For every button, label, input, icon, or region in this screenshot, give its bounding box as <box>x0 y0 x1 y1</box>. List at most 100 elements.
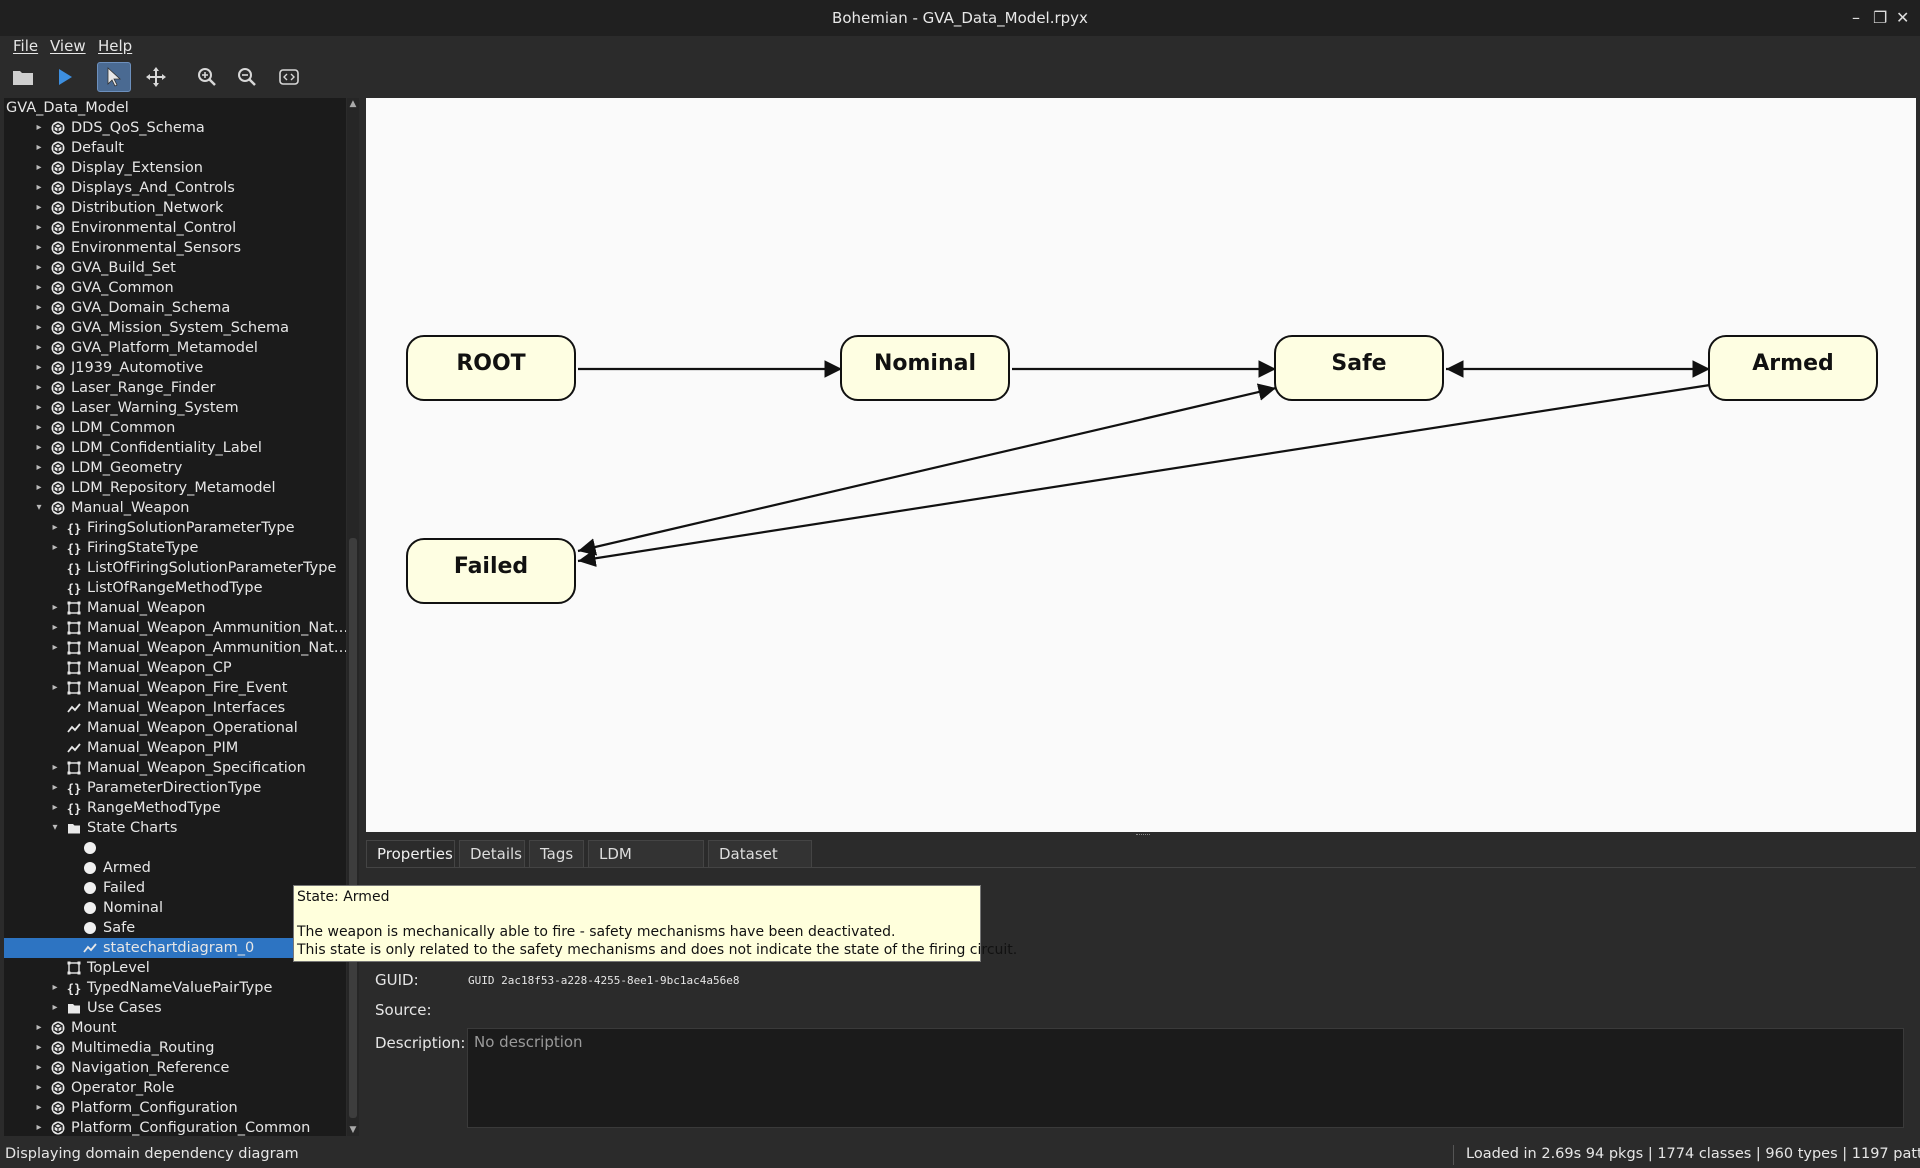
tree-item[interactable]: ▸Manual_Weapon_Ammunition_Nat… <box>4 618 346 638</box>
tree-item[interactable]: ▸GVA_Domain_Schema <box>4 298 346 318</box>
tree-item[interactable]: ▾State Charts <box>4 818 346 838</box>
chevron-down-icon[interactable]: ▾ <box>52 822 58 833</box>
tree-item[interactable]: ▸J1939_Automotive <box>4 358 346 378</box>
chevron-right-icon[interactable]: ▸ <box>36 1022 42 1033</box>
scroll-up-icon[interactable]: ▲ <box>349 99 357 109</box>
tree-root[interactable]: GVA_Data_Model <box>4 98 346 118</box>
tree-item[interactable]: ▸LDM_Geometry <box>4 458 346 478</box>
tab-properties[interactable]: Properties <box>366 840 455 867</box>
chevron-right-icon[interactable]: ▸ <box>36 422 42 433</box>
chevron-right-icon[interactable]: ▸ <box>36 162 42 173</box>
chevron-right-icon[interactable]: ▸ <box>36 282 42 293</box>
tree-item[interactable]: Manual_Weapon_Interfaces <box>4 698 346 718</box>
chevron-right-icon[interactable]: ▸ <box>36 122 42 133</box>
tree-item[interactable]: ▸{}TypedNameValuePairType <box>4 978 346 998</box>
chevron-right-icon[interactable]: ▸ <box>36 1122 42 1133</box>
tree-item[interactable]: Manual_Weapon_PIM <box>4 738 346 758</box>
menu-view[interactable]: View <box>50 37 86 55</box>
chevron-right-icon[interactable]: ▸ <box>52 762 58 773</box>
tree-item[interactable]: ▸Manual_Weapon_Ammunition_Nat… <box>4 638 346 658</box>
tree-item[interactable]: ▸Mount <box>4 1018 346 1038</box>
open-folder-button[interactable] <box>6 62 40 92</box>
close-icon[interactable]: ✕ <box>1896 8 1910 27</box>
chevron-right-icon[interactable]: ▸ <box>52 602 58 613</box>
tree-item[interactable]: {}ListOfFiringSolutionParameterType <box>4 558 346 578</box>
state-armed[interactable]: Armed <box>1708 335 1878 401</box>
tree-scroll-thumb[interactable] <box>349 538 357 1118</box>
tree-scrollbar[interactable]: ▲ ▼ <box>347 98 359 1136</box>
tree-item[interactable]: ▸Manual_Weapon <box>4 598 346 618</box>
chevron-right-icon[interactable]: ▸ <box>36 342 42 353</box>
state-failed[interactable]: Failed <box>406 538 576 604</box>
chevron-right-icon[interactable]: ▸ <box>52 522 58 533</box>
zoom-out-button[interactable] <box>230 62 264 92</box>
tree-item[interactable]: ▸Display_Extension <box>4 158 346 178</box>
tree-item[interactable]: Safe <box>4 918 346 938</box>
chevron-right-icon[interactable]: ▸ <box>36 1062 42 1073</box>
tree-item[interactable]: Armed <box>4 858 346 878</box>
tree-item[interactable] <box>4 838 346 858</box>
tree-item[interactable]: ▸GVA_Common <box>4 278 346 298</box>
state-nominal[interactable]: Nominal <box>840 335 1010 401</box>
chevron-down-icon[interactable]: ▾ <box>36 502 42 513</box>
chevron-right-icon[interactable]: ▸ <box>52 802 58 813</box>
tab-tags[interactable]: Tags <box>529 840 584 867</box>
minimize-icon[interactable]: – <box>1852 8 1860 27</box>
tree-item[interactable]: Failed <box>4 878 346 898</box>
tree-item[interactable]: Nominal <box>4 898 346 918</box>
zoom-in-button[interactable] <box>190 62 224 92</box>
tree-item[interactable]: ▸Laser_Warning_System <box>4 398 346 418</box>
description-field[interactable]: No description <box>467 1028 1904 1128</box>
model-tree[interactable]: GVA_Data_Model ▸DDS_QoS_Schema▸Default▸D… <box>4 98 346 1136</box>
scroll-down-icon[interactable]: ▼ <box>349 1125 357 1135</box>
state-safe[interactable]: Safe <box>1274 335 1444 401</box>
fit-view-button[interactable] <box>272 62 306 92</box>
tree-item[interactable]: ▸Platform_Configuration_Common <box>4 1118 346 1136</box>
tree-item[interactable]: ▸Operator_Role <box>4 1078 346 1098</box>
tab-details[interactable]: Details <box>459 840 525 867</box>
tree-item[interactable]: ▸Use Cases <box>4 998 346 1018</box>
tree-item[interactable]: ▸Displays_And_Controls <box>4 178 346 198</box>
select-tool-button[interactable] <box>97 62 131 92</box>
tree-item[interactable]: ▸Laser_Range_Finder <box>4 378 346 398</box>
tree-item[interactable]: ▸{}FiringSolutionParameterType <box>4 518 346 538</box>
chevron-right-icon[interactable]: ▸ <box>36 202 42 213</box>
chevron-right-icon[interactable]: ▸ <box>52 682 58 693</box>
chevron-right-icon[interactable]: ▸ <box>36 182 42 193</box>
chevron-right-icon[interactable]: ▸ <box>36 302 42 313</box>
menu-help[interactable]: Help <box>98 37 133 55</box>
tree-item[interactable]: ▾Manual_Weapon <box>4 498 346 518</box>
tree-item[interactable]: TopLevel <box>4 958 346 978</box>
chevron-right-icon[interactable]: ▸ <box>36 462 42 473</box>
tree-item[interactable]: ▸Platform_Configuration <box>4 1098 346 1118</box>
chevron-right-icon[interactable]: ▸ <box>36 442 42 453</box>
chevron-right-icon[interactable]: ▸ <box>36 222 42 233</box>
tree-item[interactable]: ▸DDS_QoS_Schema <box>4 118 346 138</box>
chevron-right-icon[interactable]: ▸ <box>36 402 42 413</box>
chevron-right-icon[interactable]: ▸ <box>36 262 42 273</box>
tab-dataset-xml[interactable]: Dataset XML <box>708 840 812 890</box>
tree-item[interactable]: Manual_Weapon_Operational <box>4 718 346 738</box>
tree-item[interactable]: ▸LDM_Repository_Metamodel <box>4 478 346 498</box>
chevron-right-icon[interactable]: ▸ <box>36 382 42 393</box>
tree-item[interactable]: ▸GVA_Build_Set <box>4 258 346 278</box>
pan-tool-button[interactable] <box>139 62 173 92</box>
tree-item[interactable]: ▸Environmental_Control <box>4 218 346 238</box>
tree-item[interactable]: ▸Manual_Weapon_Specification <box>4 758 346 778</box>
chevron-right-icon[interactable]: ▸ <box>36 1102 42 1113</box>
chevron-right-icon[interactable]: ▸ <box>52 782 58 793</box>
chevron-right-icon[interactable]: ▸ <box>52 542 58 553</box>
tree-item[interactable]: ▸{}FiringStateType <box>4 538 346 558</box>
tree-item[interactable]: {}ListOfRangeMethodType <box>4 578 346 598</box>
diagram-canvas[interactable]: ROOT Nominal Safe Armed Failed <box>366 98 1916 832</box>
tree-item[interactable]: ▸Environmental_Sensors <box>4 238 346 258</box>
chevron-right-icon[interactable]: ▸ <box>52 642 58 653</box>
chevron-right-icon[interactable]: ▸ <box>36 242 42 253</box>
tree-item[interactable]: ▸Default <box>4 138 346 158</box>
tree-item[interactable]: ▸Distribution_Network <box>4 198 346 218</box>
chevron-right-icon[interactable]: ▸ <box>36 142 42 153</box>
chevron-right-icon[interactable]: ▸ <box>36 362 42 373</box>
chevron-right-icon[interactable]: ▸ <box>36 322 42 333</box>
tree-item[interactable]: ▸Manual_Weapon_Fire_Event <box>4 678 346 698</box>
tree-item[interactable]: ▸LDM_Common <box>4 418 346 438</box>
